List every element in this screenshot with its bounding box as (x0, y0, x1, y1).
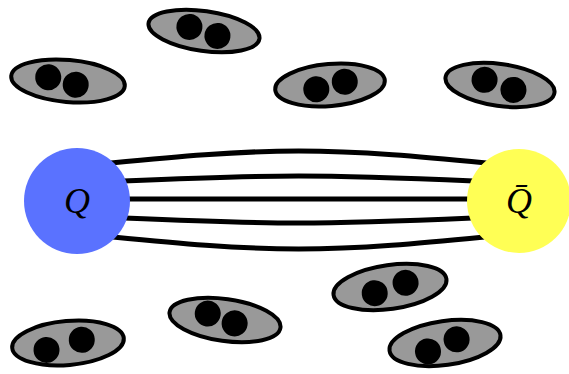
meson (9, 55, 126, 107)
meson (273, 59, 386, 110)
flux-line (124, 218, 473, 223)
meson (167, 291, 284, 348)
quark-circle: Q (24, 148, 130, 254)
flux-line (123, 176, 474, 181)
quark-label: Q (64, 183, 90, 219)
meson (146, 3, 262, 58)
meson (443, 57, 558, 114)
flux-line (127, 197, 470, 202)
flux-line (111, 151, 487, 163)
meson (330, 257, 449, 316)
flux-line (113, 237, 485, 249)
meson (10, 316, 125, 370)
quark-circle: Q̄ (467, 149, 569, 253)
quark-label: Q̄ (506, 183, 532, 219)
meson (386, 313, 503, 372)
